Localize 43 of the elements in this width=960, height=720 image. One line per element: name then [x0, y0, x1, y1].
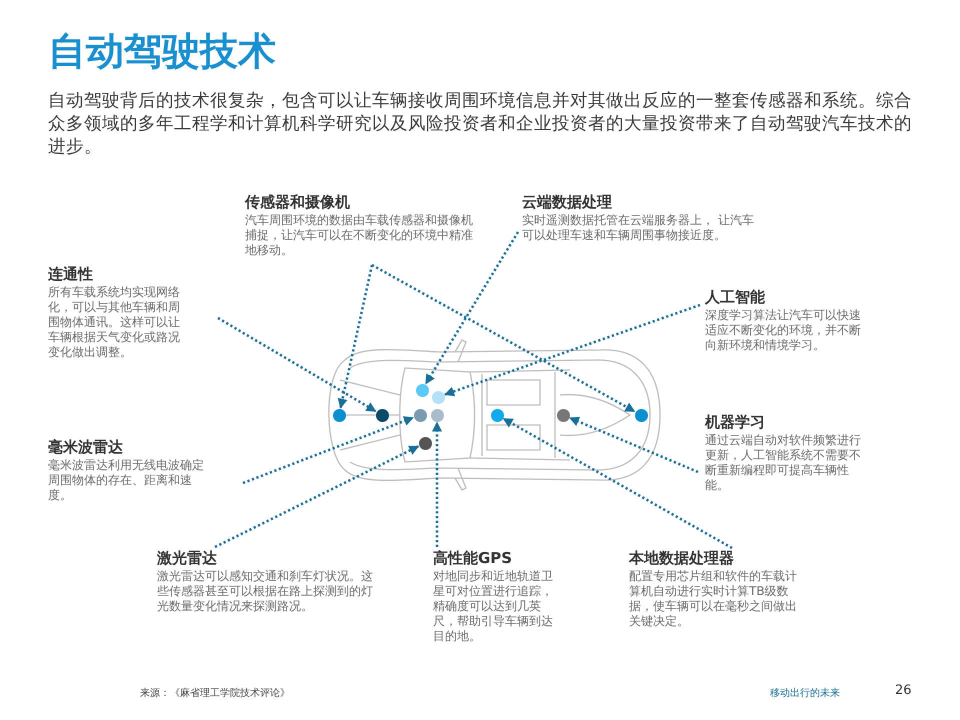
callout-text: 深度学习算法让汽车可以快速适应不断变化的环境，并不断向新环境和情境学习。 [705, 308, 862, 353]
sensor-dot [414, 408, 426, 422]
sensor-dot [418, 436, 432, 450]
sensor-dot [430, 408, 444, 422]
leader-arrow [424, 231, 520, 384]
sensor-dot [332, 408, 346, 422]
intro-paragraph: 自动驾驶背后的技术很复杂，包含可以让车辆接收周围环境信息并对其做出反应的一整套传感器和系统。综合众多领域的多年工程学和计算机科学研究以及风险投资者和企业投资者的大量投资带来了自动驾驶汽车技术的进步。 [48, 90, 913, 159]
sensor-dot [376, 408, 388, 422]
callout-heading: 云端数据处理 [522, 193, 613, 212]
leader-arrow [242, 416, 414, 484]
page-title: 自动驾驶技术 [48, 28, 276, 75]
leader-arrow [371, 264, 636, 412]
page-number: 26 [895, 683, 913, 698]
callout-text: 配置专用芯片组和软件的车载计算机自动进行实时计算TB级数据，使车辆可以在毫秒之间做出关键决定。 [629, 569, 798, 629]
leader-arrow [569, 416, 698, 474]
sensor-dot [634, 408, 648, 422]
source-note: 来源：《麻省理工学院技术评论》 [140, 686, 291, 700]
callout-heading: 高性能GPS [433, 549, 514, 568]
callout-heading: 本地数据处理器 [629, 549, 735, 568]
callout-text: 汽车周围环境的数据由车载传感器和摄像机捕捉，让汽车可以在不断变化的环境中精准地移动。 [245, 213, 474, 258]
footer-text: 移动出行的未来 [770, 686, 841, 700]
callout-heading: 激光雷达 [157, 549, 218, 568]
leader-arrow [338, 264, 374, 409]
callout-text: 所有车载系统均实现网络化，可以与其他车辆和周围物体通讯。这样可以让车辆根据天气变化或路况变化做出调整。 [48, 285, 181, 360]
callout-heading: 传感器和摄像机 [245, 193, 351, 212]
leader-arrow [432, 422, 442, 547]
sensor-dot [556, 408, 570, 422]
callout-text: 毫米波雷达利用无线电波确定周围物体的存在、距离和速度。 [48, 458, 205, 503]
leader-arrow [214, 445, 420, 548]
callout-text: 通过云端自动对软件频繁进行更新，人工智能系统不需要不断重新编程即可提高车辆性能。 [705, 433, 862, 493]
callout-heading: 人工智能 [705, 288, 766, 307]
callout-text: 激光雷达可以感知交通和刹车灯状况。这些传感器甚至可以根据在路上探测到的灯光数量变化情况来探测路况。 [157, 569, 374, 614]
callout-text: 实时遥测数据托管在云端服务器上， 让汽车可以处理车速和车辆周围事物接近度。 [522, 213, 755, 243]
sensor-dot [490, 408, 504, 422]
sensor-dot [416, 384, 428, 396]
callout-heading: 机器学习 [705, 413, 766, 432]
callout-heading: 连通性 [48, 265, 94, 284]
sensor-dot [432, 390, 444, 404]
callout-heading: 毫米波雷达 [48, 438, 124, 457]
leader-arrow [444, 304, 700, 396]
leader-arrow [217, 316, 376, 412]
leader-arrow [502, 418, 733, 550]
callout-text: 对地同步和近地轨道卫星可对位置进行追踪，精确度可以达到几英尺，帮助引导车辆到达目的地。 [433, 569, 554, 644]
